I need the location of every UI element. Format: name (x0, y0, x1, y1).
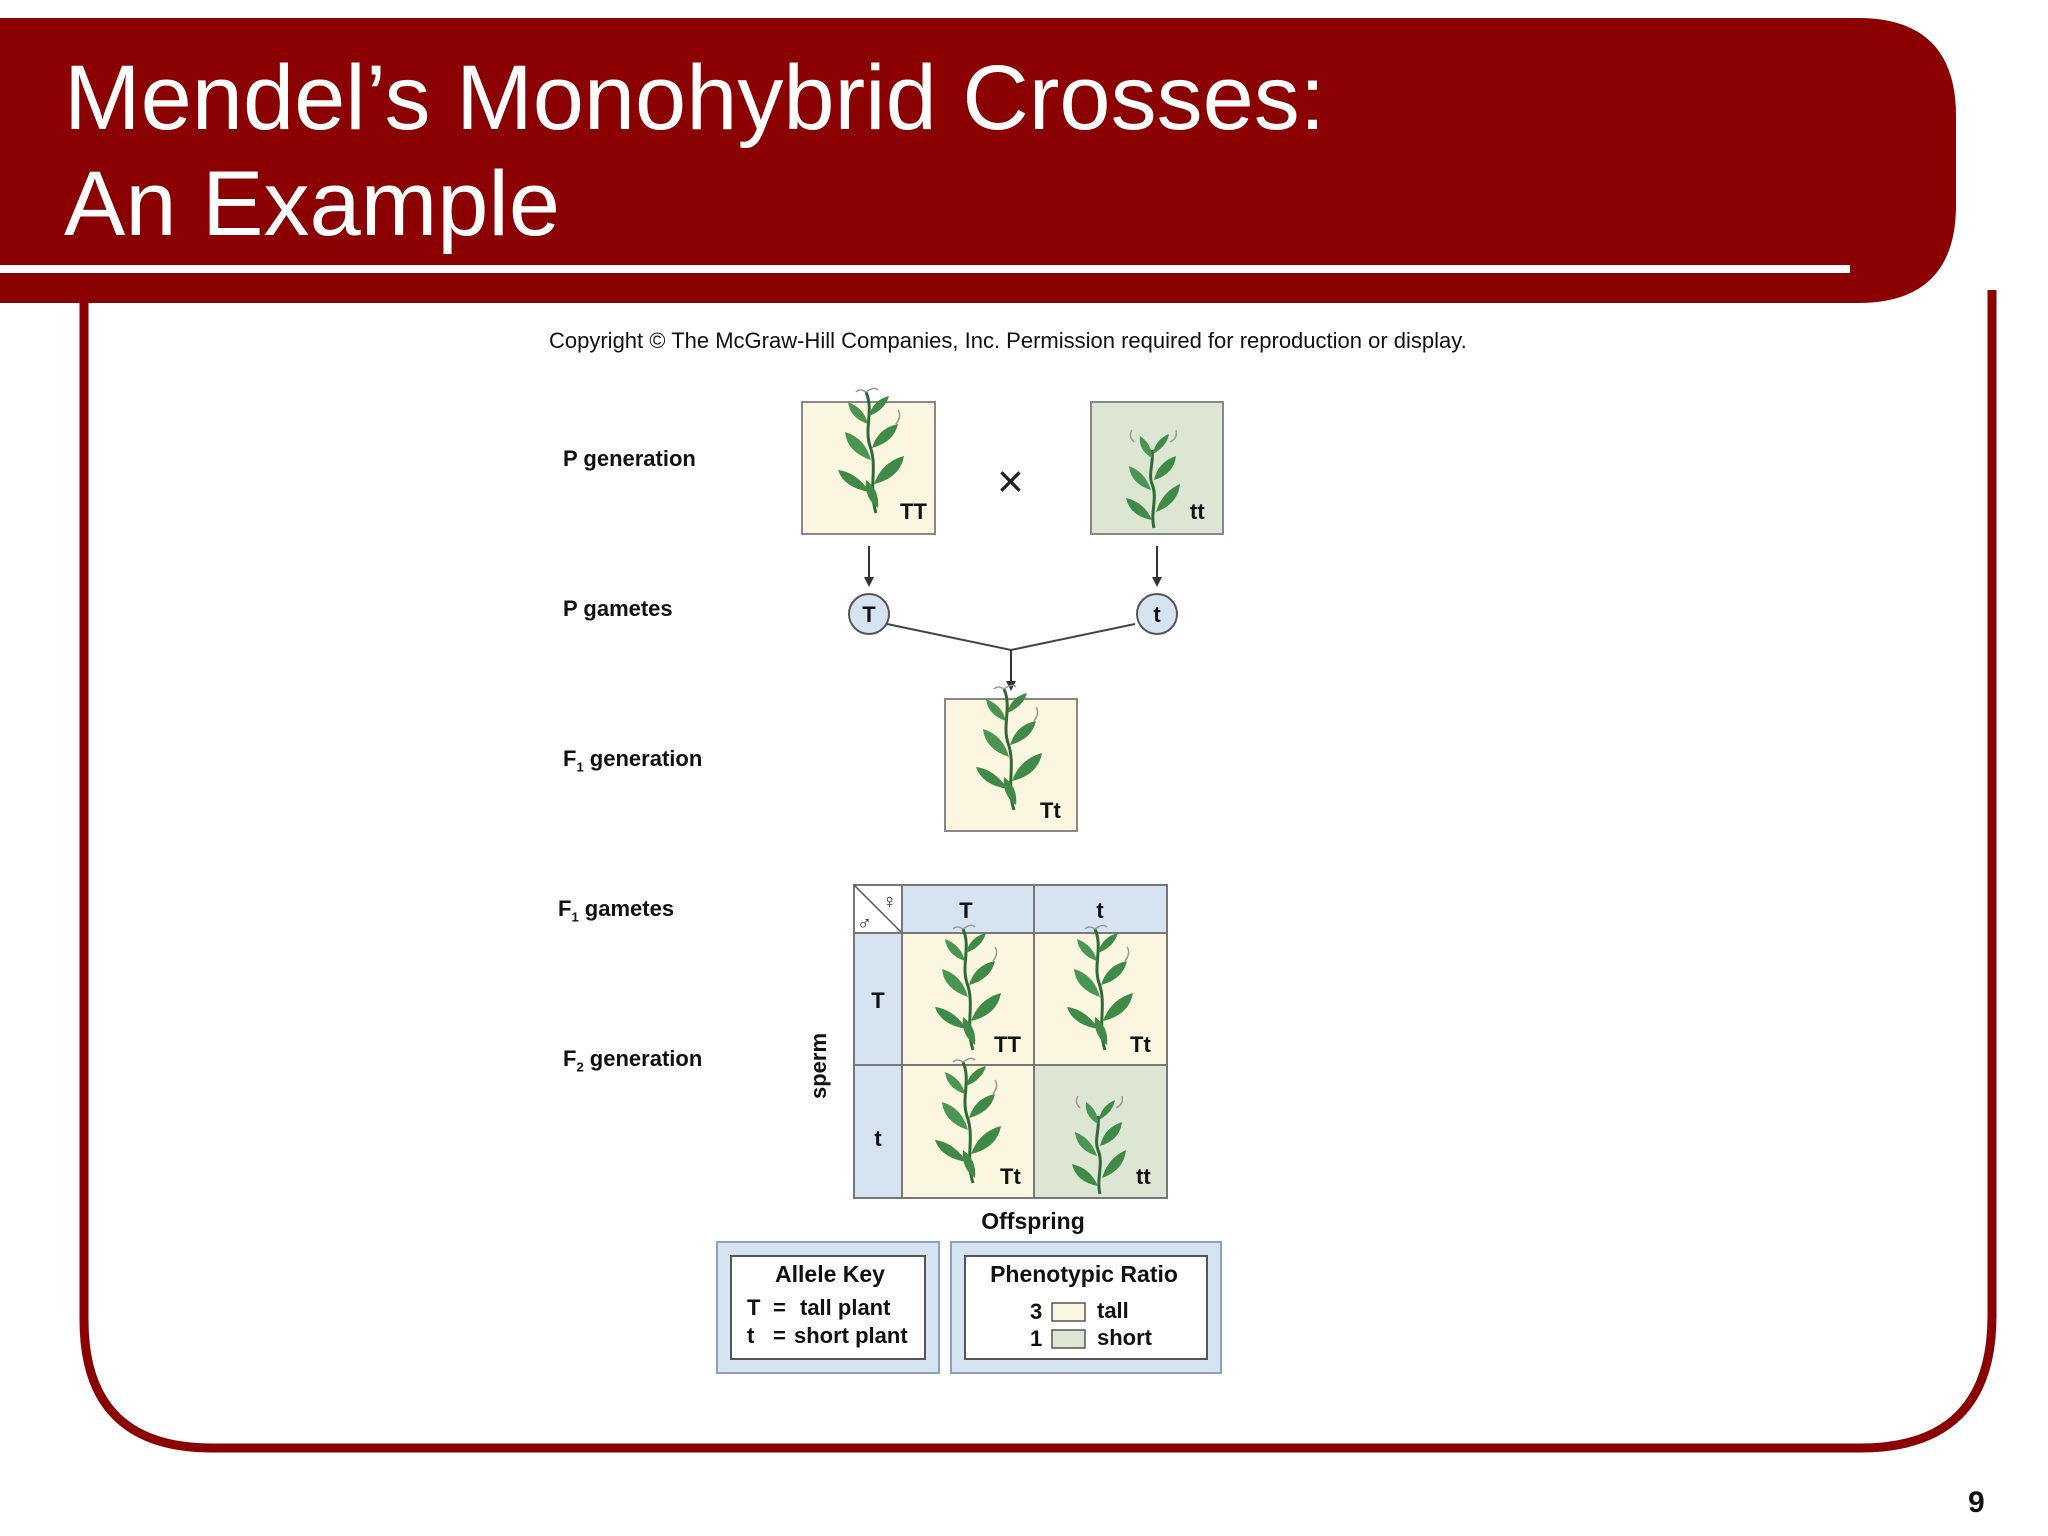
punnett-cell-genotype: Tt (1000, 1164, 1021, 1189)
gamete-short-circle (1136, 593, 1178, 635)
allele-key-equals: = (773, 1323, 786, 1348)
tall-swatch (1051, 1302, 1086, 1322)
egg-header-cell (1033, 884, 1168, 934)
short-swatch (1051, 1329, 1086, 1349)
male-symbol-icon: ♂ (857, 913, 872, 935)
title-underline (0, 265, 1850, 273)
allele-key-allele: T (747, 1295, 761, 1320)
allele-key-title: Allele Key (775, 1261, 885, 1287)
slide-border (79, 290, 1997, 1453)
parent-tall-genotype: TT (900, 499, 927, 524)
gamete-tall-circle (848, 593, 890, 635)
ratio-count-tall: 3 (1030, 1299, 1042, 1324)
punnett-cell-genotype: Tt (1130, 1032, 1151, 1057)
allele-key-allele: t (747, 1323, 755, 1348)
sperm-axis-label: sperm (806, 1033, 831, 1099)
cross-symbol: × (997, 455, 1024, 507)
title-banner (0, 18, 1956, 303)
row-label-f2-generation: F2 generation (563, 1046, 703, 1075)
sperm-header-label: t (874, 1126, 882, 1151)
egg-header-label: t (1096, 898, 1104, 923)
ratio-label-short: short (1097, 1325, 1153, 1350)
ratio-label-tall: tall (1097, 1298, 1129, 1323)
gamete-short-label: t (1153, 602, 1161, 627)
parent-short-box (1090, 401, 1224, 535)
allele-key-description: short plant (794, 1323, 908, 1348)
row-label-f1-gametes: F1 gametes (558, 896, 675, 925)
sperm-header-label: T (871, 988, 885, 1013)
row-label-p-gametes: P gametes (563, 596, 673, 621)
phenotypic-ratio-title: Phenotypic Ratio (990, 1261, 1178, 1287)
copyright-notice: Copyright © The McGraw-Hill Companies, I… (549, 328, 1467, 353)
punnett-cell (1033, 932, 1168, 1066)
punnett-cell-genotype: tt (1136, 1164, 1151, 1189)
ratio-count-short: 1 (1030, 1326, 1042, 1351)
punnett-cell (901, 932, 1035, 1066)
row-label-f1-generation: F1 generation (563, 746, 703, 775)
punnett-square: ♂ ♀ T t T t TT Tt Tt tt (853, 884, 1168, 1199)
slide-title-line-2: An Example (64, 153, 561, 255)
punnett-cell (901, 1064, 1035, 1199)
allele-key-box: Allele Key T = tall plant t = short plan… (716, 1241, 940, 1374)
allele-key-description: tall plant (800, 1295, 891, 1320)
offspring-label: Offspring (981, 1208, 1085, 1234)
slide-title-line-1: Mendel’s Monohybrid Crosses: (64, 47, 1326, 149)
sperm-header-cell (853, 1064, 903, 1199)
phenotypic-ratio-box: Phenotypic Ratio 3 tall 1 short (950, 1241, 1222, 1374)
egg-header-label: T (959, 898, 973, 923)
row-label-p-generation: P generation (563, 446, 696, 471)
f1-genotype: Tt (1040, 798, 1061, 823)
page-number: 9 (1968, 1486, 1985, 1519)
parent-short-genotype: tt (1190, 499, 1205, 524)
gamete-tall-label: T (862, 602, 876, 627)
female-symbol-icon: ♀ (882, 891, 897, 913)
allele-key-equals: = (773, 1295, 786, 1320)
parent-tall-box (801, 401, 936, 535)
punnett-cell-genotype: TT (994, 1032, 1021, 1057)
